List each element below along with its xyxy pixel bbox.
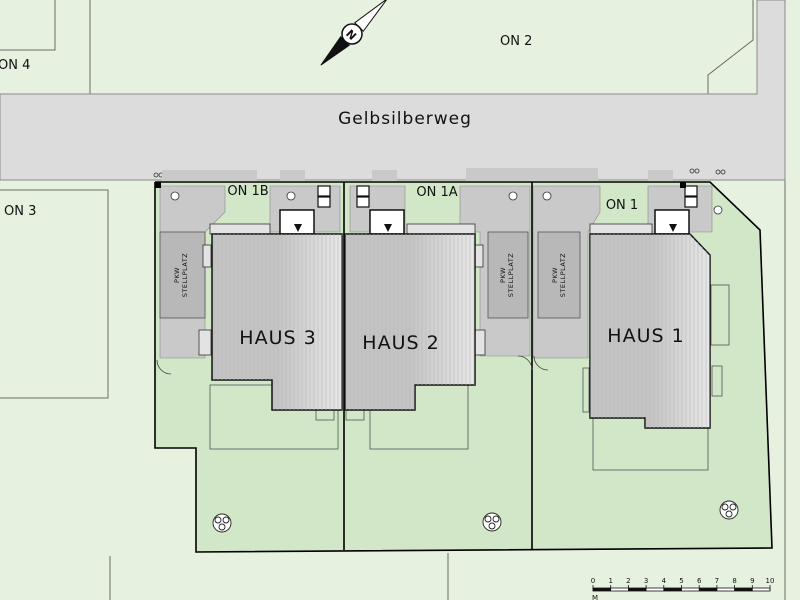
neighbor-label-on3: ON 3 <box>4 204 36 219</box>
neighbor-label-on2: ON 2 <box>500 34 532 49</box>
scale-bar-tick-label: 9 <box>750 577 754 585</box>
svg-text:PKW: PKW <box>551 267 559 283</box>
scale-bar-tick-label: 3 <box>644 577 648 585</box>
house-1-roof <box>589 233 711 429</box>
parking-label-2: PKW STELLPLATZ <box>499 253 515 298</box>
lot-label-on1: ON 1 <box>606 198 638 213</box>
scale-bar-tick-label: 0 <box>591 577 595 585</box>
scale-bar: 0 1 2 3 4 5 6 7 8 9 10 <box>591 577 775 592</box>
svg-text:STELLPLATZ: STELLPLATZ <box>507 253 515 298</box>
bin-boxes <box>317 185 698 208</box>
porches <box>279 209 690 235</box>
street-name: Gelbsilberweg <box>338 109 472 129</box>
scale-bar-segment <box>628 588 647 591</box>
house-2-roof <box>344 233 476 411</box>
lot-label-on1b: ON 1B <box>227 184 268 199</box>
house-label-3: HAUS 3 <box>239 327 316 349</box>
scale-bar-segment <box>593 588 611 591</box>
house-3-roof <box>211 233 343 411</box>
scale-bar-segment <box>663 588 682 591</box>
scale-bar-tick-label: 10 <box>766 577 775 585</box>
house-label-2: HAUS 2 <box>362 332 439 354</box>
scale-bar-segment <box>699 588 717 591</box>
scale-bar-tick-label: 8 <box>732 577 736 585</box>
svg-text:STELLPLATZ: STELLPLATZ <box>181 253 189 298</box>
scale-bar-tick-label: 5 <box>679 577 683 585</box>
neighbor-label-on4: ON 4 <box>0 58 30 73</box>
svg-text:STELLPLATZ: STELLPLATZ <box>559 253 567 298</box>
scale-bar-tick-label: 7 <box>715 577 719 585</box>
lot-label-on1a: ON 1A <box>416 185 457 200</box>
lot-boundaries <box>154 181 773 553</box>
house-label-1: HAUS 1 <box>607 325 684 347</box>
tree-icons <box>212 500 739 533</box>
curb-strips <box>162 168 673 181</box>
parking-label-3: PKW STELLPLATZ <box>551 253 567 298</box>
scale-bar-segment <box>734 588 753 591</box>
north-arrow-icon <box>320 0 388 66</box>
scale-bar-tick-label: 2 <box>626 577 630 585</box>
scale-unit: M <box>592 594 598 600</box>
svg-text:PKW: PKW <box>499 267 507 283</box>
parking-label-1: PKW STELLPLATZ <box>173 253 189 298</box>
door-arcs <box>156 355 549 375</box>
entry-markers <box>155 182 723 215</box>
parking-pads <box>159 231 581 319</box>
scale-bar-tick-label: 1 <box>608 577 612 585</box>
svg-text:PKW: PKW <box>173 267 181 283</box>
street <box>0 0 786 181</box>
scale-bar-tick-label: 4 <box>662 577 667 585</box>
scale-bar-tick-label: 6 <box>697 577 702 585</box>
